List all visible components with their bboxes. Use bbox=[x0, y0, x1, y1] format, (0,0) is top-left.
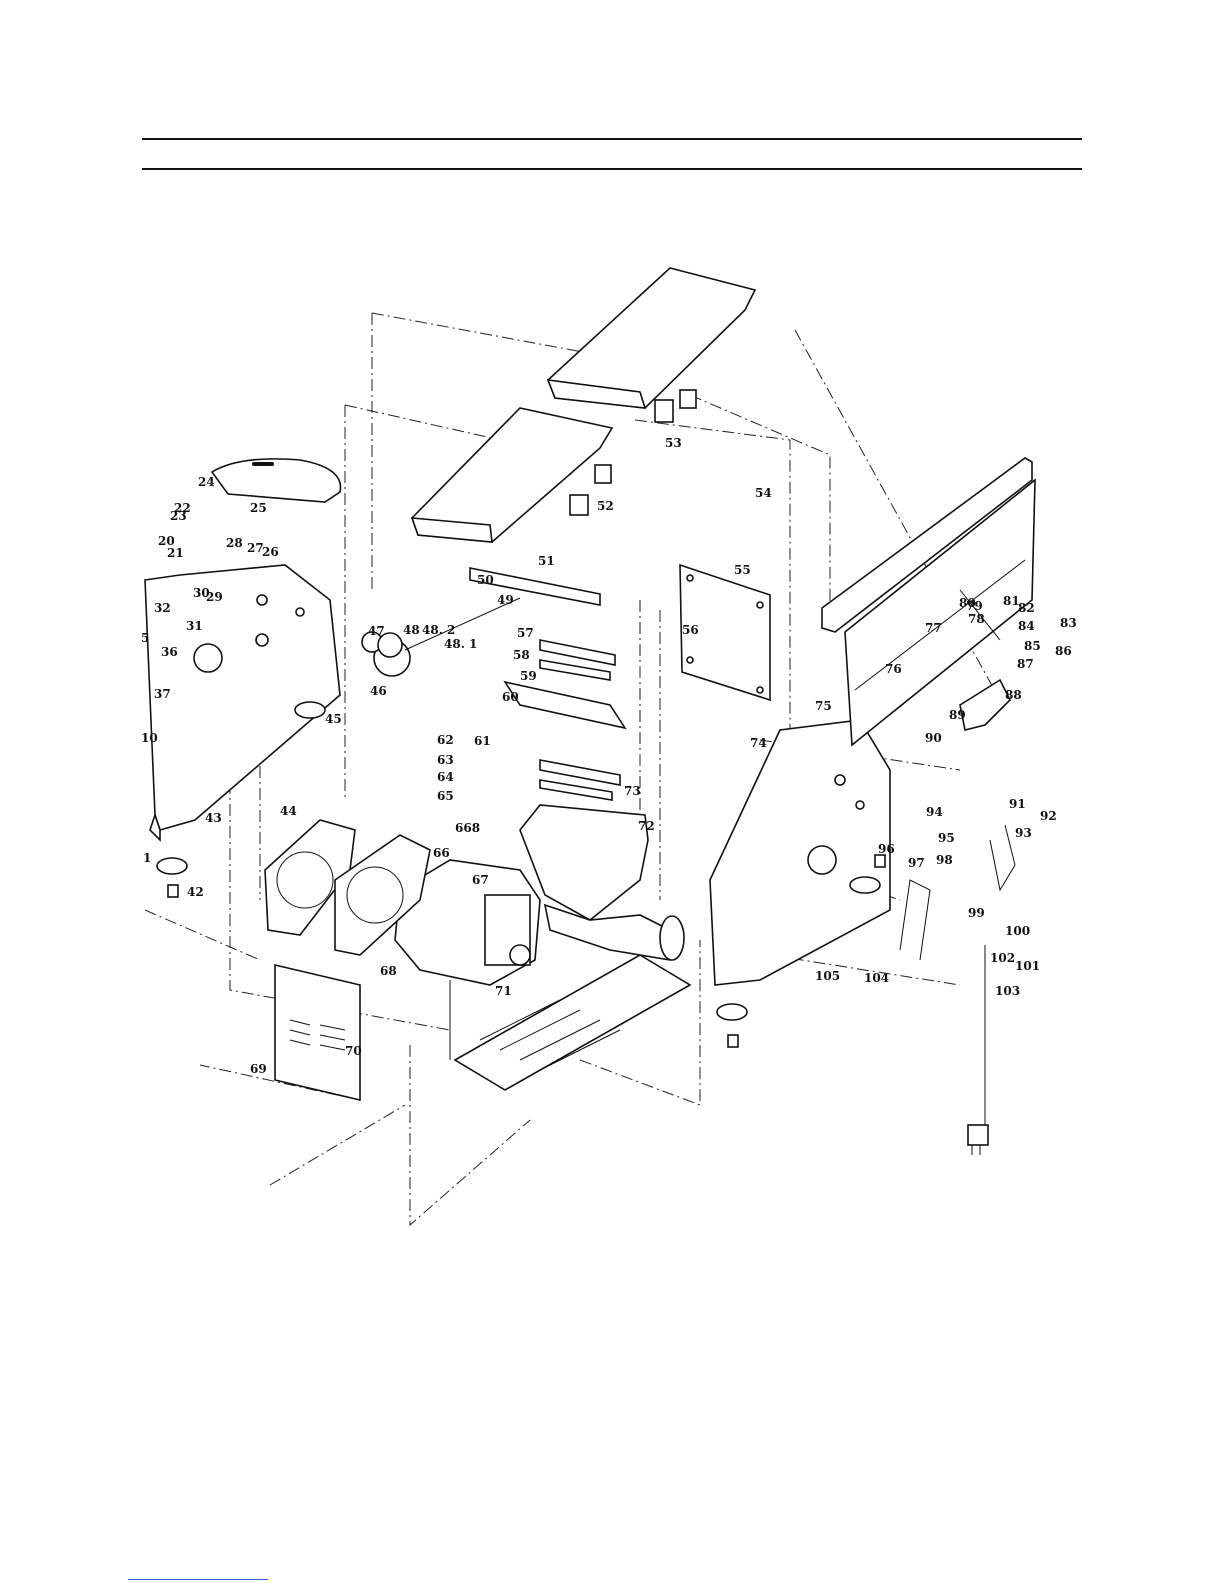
callout-p99: 99 bbox=[968, 906, 985, 920]
callout-p25: 25 bbox=[250, 501, 267, 515]
callout-p77: 77 bbox=[925, 621, 942, 635]
callout-p84: 84 bbox=[1018, 619, 1035, 633]
callout-p23: 23 bbox=[170, 509, 187, 523]
callout-p50: 50 bbox=[477, 573, 494, 587]
callout-p55: 55 bbox=[734, 563, 751, 577]
callout-p103: 103 bbox=[995, 984, 1020, 998]
callout-p68: 68 bbox=[380, 964, 397, 978]
callout-p96: 96 bbox=[878, 842, 895, 856]
callout-p80: 80 bbox=[959, 596, 976, 610]
callout-p32: 32 bbox=[154, 601, 171, 615]
callout-p30: 30 bbox=[193, 586, 210, 600]
callout-p31: 31 bbox=[186, 619, 203, 633]
callout-p85: 85 bbox=[1024, 639, 1041, 653]
callout-p97: 97 bbox=[908, 856, 925, 870]
callout-p94: 94 bbox=[926, 805, 943, 819]
right-side-frame bbox=[710, 720, 890, 985]
callout-p47: 47 bbox=[368, 624, 385, 638]
footnote-rule bbox=[128, 1579, 268, 1580]
callout-p52: 52 bbox=[597, 499, 614, 513]
callout-p63: 63 bbox=[437, 753, 454, 767]
callout-p86: 86 bbox=[1055, 644, 1072, 658]
callout-p10: 10 bbox=[141, 731, 158, 745]
callout-p5: 5 bbox=[141, 631, 149, 645]
callout-p100: 100 bbox=[1005, 924, 1030, 938]
callout-p75: 75 bbox=[815, 699, 832, 713]
callout-p42: 42 bbox=[187, 885, 204, 899]
callout-p72: 72 bbox=[638, 819, 655, 833]
callout-p67: 67 bbox=[472, 873, 489, 887]
callout-p70: 70 bbox=[345, 1044, 362, 1058]
callout-p73: 73 bbox=[624, 784, 641, 798]
callout-p83: 83 bbox=[1060, 616, 1077, 630]
callout-p98: 98 bbox=[936, 853, 953, 867]
callout-p69: 69 bbox=[250, 1062, 267, 1076]
callout-p87: 87 bbox=[1017, 657, 1034, 671]
callout-p48: 48 bbox=[403, 623, 420, 637]
callout-p95: 95 bbox=[938, 831, 955, 845]
callout-p66: 66 bbox=[433, 846, 450, 860]
callout-p37: 37 bbox=[154, 687, 171, 701]
chip-chute bbox=[520, 805, 684, 960]
callout-p91: 91 bbox=[1009, 797, 1026, 811]
callout-p93: 93 bbox=[1015, 826, 1032, 840]
power-cord bbox=[968, 945, 988, 1155]
callout-p56: 56 bbox=[682, 623, 699, 637]
callout-p28: 28 bbox=[226, 536, 243, 550]
callout-p51: 51 bbox=[538, 554, 555, 568]
vented-panel bbox=[275, 965, 360, 1100]
callout-p101: 101 bbox=[1015, 959, 1040, 973]
outfeed-table bbox=[548, 268, 755, 422]
callout-p58: 58 bbox=[513, 648, 530, 662]
callout-p90: 90 bbox=[925, 731, 942, 745]
callout-p104: 104 bbox=[864, 971, 889, 985]
callout-p44: 44 bbox=[280, 804, 297, 818]
pulley-knob bbox=[362, 598, 520, 676]
callout-p53: 53 bbox=[665, 436, 682, 450]
callout-p102: 102 bbox=[990, 951, 1015, 965]
callout-p82: 82 bbox=[1018, 601, 1035, 615]
callout-p21: 21 bbox=[167, 546, 184, 560]
callout-p46: 46 bbox=[370, 684, 387, 698]
callout-p92: 92 bbox=[1040, 809, 1057, 823]
small-table bbox=[212, 459, 341, 502]
callout-p49: 49 bbox=[497, 593, 514, 607]
callout-p48_2: 48. 2 bbox=[422, 623, 455, 637]
callout-p54: 54 bbox=[755, 486, 772, 500]
callout-p48_1: 48. 1 bbox=[444, 637, 477, 651]
infeed-table bbox=[412, 408, 612, 542]
callout-p105: 105 bbox=[815, 969, 840, 983]
callout-p76: 76 bbox=[885, 662, 902, 676]
callout-p62: 62 bbox=[437, 733, 454, 747]
callout-p61: 61 bbox=[474, 734, 491, 748]
callout-p78: 78 bbox=[968, 612, 985, 626]
callout-p57: 57 bbox=[517, 626, 534, 640]
callout-p74: 74 bbox=[750, 736, 767, 750]
callout-p64: 64 bbox=[437, 770, 454, 784]
callout-p66b: 668 bbox=[455, 821, 480, 835]
callout-p88: 88 bbox=[1005, 688, 1022, 702]
callout-p89: 89 bbox=[949, 708, 966, 722]
callout-p71: 71 bbox=[495, 984, 512, 998]
callout-p1: 1 bbox=[143, 851, 151, 865]
callout-p26: 26 bbox=[262, 545, 279, 559]
callout-p59: 59 bbox=[520, 669, 537, 683]
cutter-head bbox=[470, 568, 625, 800]
callout-p60: 60 bbox=[502, 690, 519, 704]
callout-p36: 36 bbox=[161, 645, 178, 659]
callout-p43: 43 bbox=[205, 811, 222, 825]
callout-p24: 24 bbox=[198, 475, 215, 489]
callout-p27: 27 bbox=[247, 541, 264, 555]
callout-p65: 65 bbox=[437, 789, 454, 803]
callout-p45: 45 bbox=[325, 712, 342, 726]
